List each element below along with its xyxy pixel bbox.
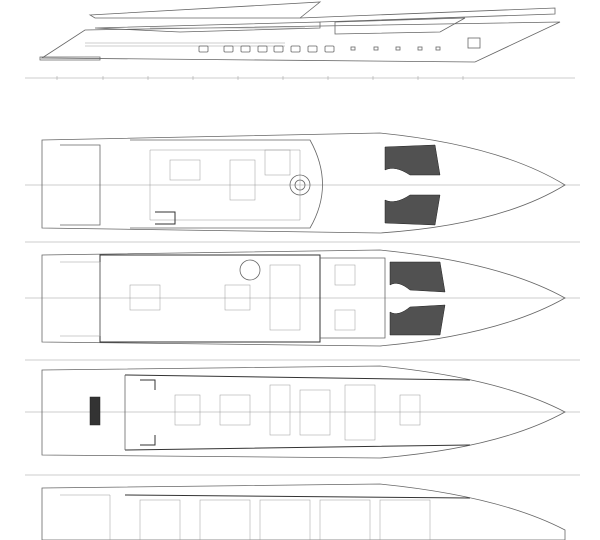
sun-deck-plan	[25, 132, 580, 243]
main-deck-plan	[25, 365, 580, 476]
profile-view	[39, 1, 561, 63]
hull-portholes	[198, 45, 441, 53]
scale-line	[25, 76, 575, 80]
upper-deck-profile	[88, 1, 322, 19]
logo-mark	[467, 37, 481, 49]
window-band	[334, 17, 466, 35]
upper-deck-plan	[25, 249, 580, 361]
hull-profile	[40, 21, 561, 63]
foredeck-sunpads	[384, 144, 441, 226]
lower-deck-plan	[41, 483, 566, 540]
foredeck-sunpads	[389, 261, 446, 336]
